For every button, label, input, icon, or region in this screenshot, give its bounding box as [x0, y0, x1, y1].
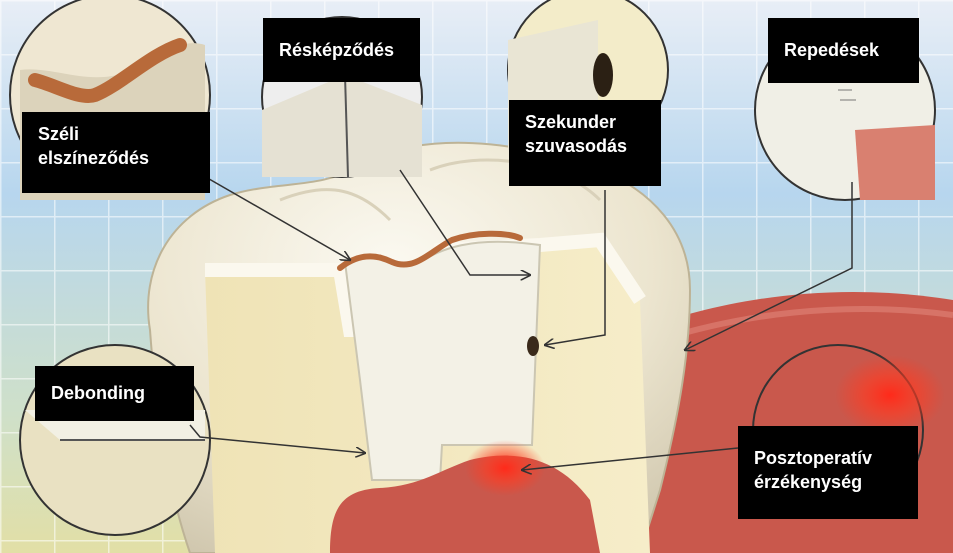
label-szeli-line1: Széli	[38, 122, 194, 146]
label-posztoperativ-line2: érzékenység	[754, 470, 902, 494]
sensitivity-glow	[465, 440, 545, 496]
label-szekunder-line2: szuvasodás	[525, 134, 645, 158]
label-debonding-text: Debonding	[51, 381, 178, 405]
label-szekunder-line1: Szekunder	[525, 110, 645, 134]
label-posztoperativ-erzekenyseg: Posztoperatív érzékenység	[738, 426, 918, 519]
label-debonding: Debonding	[35, 366, 194, 421]
label-reskepzodes: Résképződés	[263, 18, 420, 82]
label-repedesek: Repedések	[768, 18, 919, 83]
label-reskepzodes-text: Résképződés	[279, 38, 404, 62]
label-posztoperativ-line1: Posztoperatív	[754, 446, 902, 470]
label-szeli-elszinezodes: Széli elszíneződés	[22, 112, 210, 193]
label-szeli-line2: elszíneződés	[38, 146, 194, 170]
label-repedesek-text: Repedések	[784, 38, 903, 62]
label-szekunder-szuvasodas: Szekunder szuvasodás	[509, 100, 661, 186]
secondary-caries	[527, 336, 539, 356]
